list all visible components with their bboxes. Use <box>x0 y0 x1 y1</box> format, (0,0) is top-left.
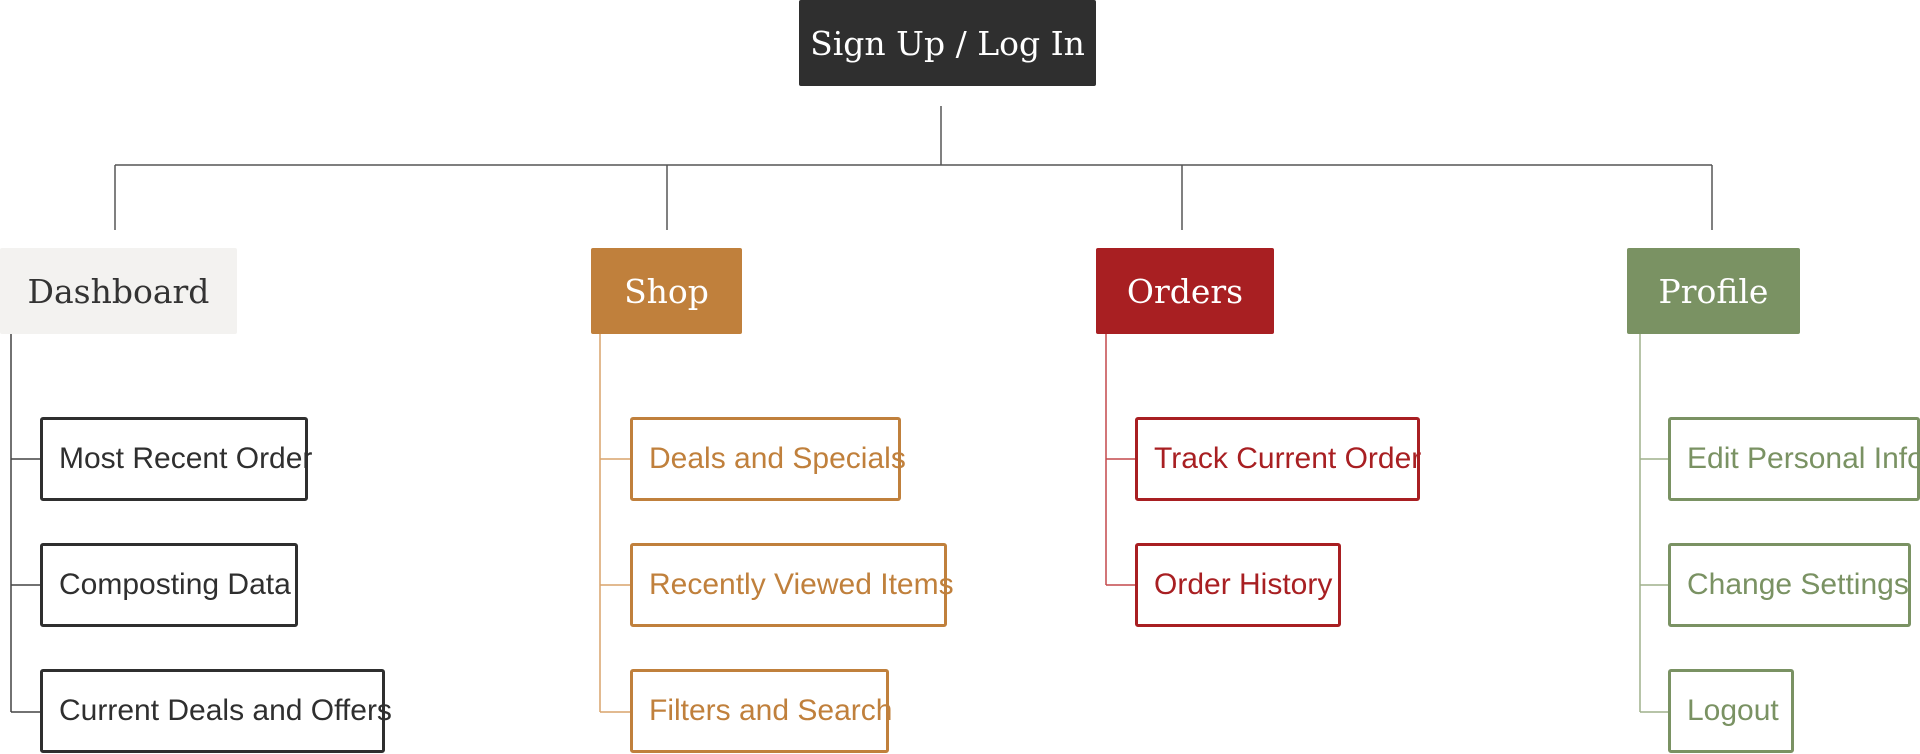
orders-item-track-current-order[interactable]: Track Current Order <box>1135 417 1421 501</box>
section-profile[interactable]: Profile <box>1627 248 1800 334</box>
shop-item-recently-viewed-items[interactable]: Recently Viewed Items <box>630 543 954 627</box>
dashboard-item-most-recent-order[interactable]: Most Recent Order <box>40 417 312 501</box>
section-dashboard[interactable]: Dashboard <box>0 248 237 334</box>
orders-item-order-history[interactable]: Order History <box>1135 543 1341 627</box>
shop-item-filters-and-search[interactable]: Filters and Search <box>630 669 892 753</box>
profile-item-logout[interactable]: Logout <box>1668 669 1794 753</box>
dashboard-item-current-deals-and-offers[interactable]: Current Deals and Offers <box>40 669 392 753</box>
shop-item-deals-and-specials[interactable]: Deals and Specials <box>630 417 906 501</box>
profile-item-change-settings[interactable]: Change Settings <box>1668 543 1911 627</box>
profile-item-edit-personal-info[interactable]: Edit Personal Info <box>1668 417 1920 501</box>
root-node-signup-login[interactable]: Sign Up / Log In <box>799 0 1096 86</box>
section-shop[interactable]: Shop <box>591 248 742 334</box>
section-orders[interactable]: Orders <box>1096 248 1274 334</box>
dashboard-item-composting-data[interactable]: Composting Data <box>40 543 298 627</box>
